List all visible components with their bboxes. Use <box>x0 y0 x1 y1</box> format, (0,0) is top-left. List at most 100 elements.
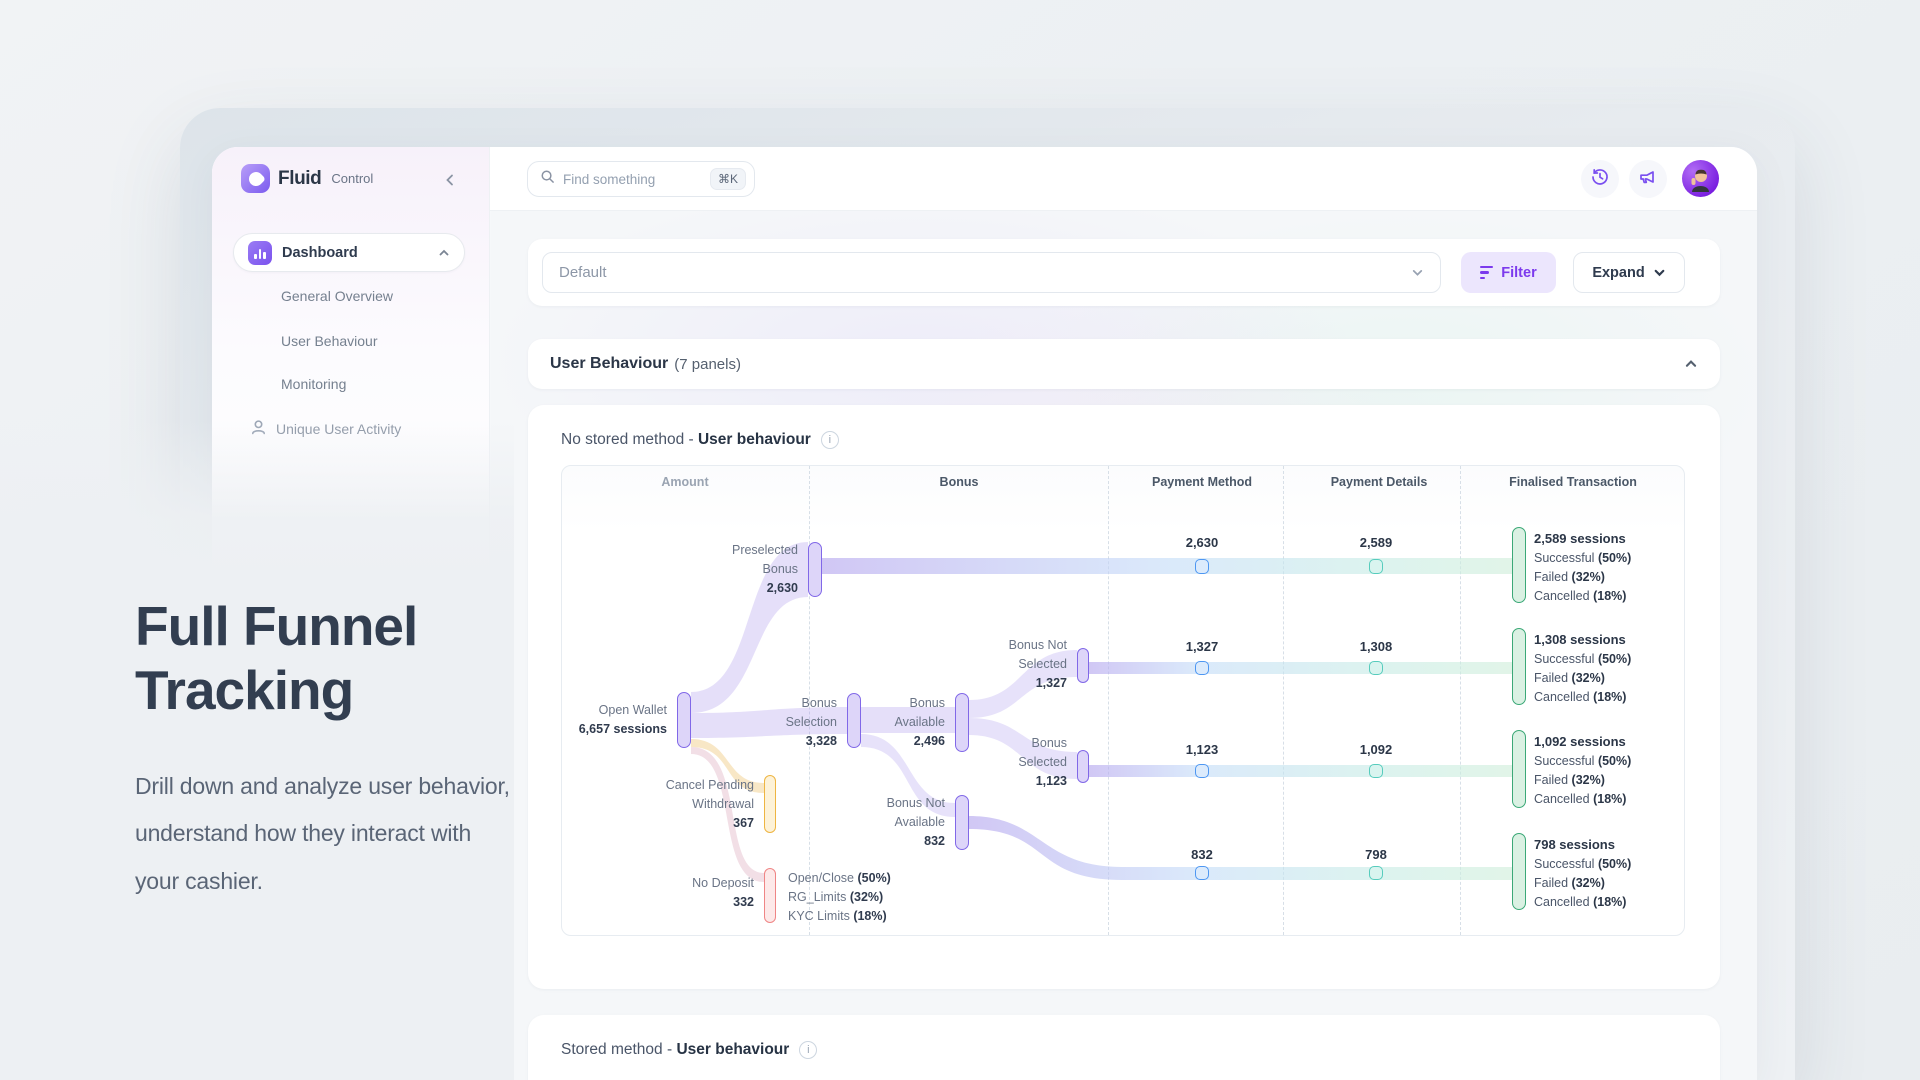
node-bonus-selected[interactable] <box>1077 750 1089 783</box>
sidebar-item-user-behaviour[interactable]: User Behaviour <box>281 333 378 349</box>
sidebar-item-monitoring[interactable]: Monitoring <box>281 376 347 392</box>
label-no-deposit-breakdown: Open/Close (50%) RG_Limits (32%) KYC Lim… <box>788 871 891 923</box>
node-no-deposit[interactable] <box>764 868 776 923</box>
history-button[interactable] <box>1581 160 1619 198</box>
column-divider <box>1460 466 1461 935</box>
node-bonus-available[interactable] <box>955 693 969 752</box>
funnel-chart: Amount Bonus Payment Method Payment Deta… <box>561 465 1685 936</box>
payment-details-value-2: 1,308 <box>1359 639 1393 654</box>
panel-title-bold: User behaviour <box>697 431 811 448</box>
brand: Fluid Control <box>241 164 373 193</box>
node-open-wallet[interactable] <box>677 692 691 748</box>
column-divider <box>1283 466 1284 935</box>
node-payment-method-4[interactable] <box>1195 866 1209 880</box>
node-payment-method-2[interactable] <box>1195 661 1209 675</box>
panel-stored-method: Stored method - User behaviour i <box>528 1015 1720 1080</box>
node-finalised-3[interactable] <box>1512 730 1526 808</box>
panel-title: No stored method - User behaviour i <box>561 431 1687 449</box>
sankey-flows <box>691 542 1512 882</box>
label-bonus-not-available: Bonus Not Available 832 <box>886 796 945 848</box>
megaphone-icon <box>1638 167 1658 192</box>
label-preselected-bonus: Preselected Bonus 2,630 <box>731 543 798 595</box>
announcements-button[interactable] <box>1629 160 1667 198</box>
column-divider <box>1108 466 1109 935</box>
label-bonus-available: Bonus Available 2,496 <box>894 696 945 748</box>
dashboard-icon <box>248 240 272 265</box>
node-payment-method-1[interactable] <box>1195 559 1209 574</box>
chevron-up-icon[interactable] <box>1684 357 1698 371</box>
section-header[interactable]: User Behaviour (7 panels) <box>528 339 1720 389</box>
label-bonus-not-selected: Bonus Not Selected 1,327 <box>1008 638 1067 690</box>
chevron-down-icon <box>1411 266 1424 279</box>
sidebar-item-general-overview[interactable]: General Overview <box>281 288 394 304</box>
shortcut-badge: ⌘K <box>709 168 746 190</box>
payment-details-value-4: 798 <box>1365 847 1387 862</box>
panel-title: Stored method - User behaviour i <box>561 1041 1687 1059</box>
panel-title-bold: User behaviour <box>676 1041 790 1058</box>
payment-method-value-1: 2,630 <box>1185 535 1219 550</box>
finalised-label-4: 798 sessions Successful (50%) Failed (32… <box>1534 837 1632 909</box>
node-finalised-4[interactable] <box>1512 833 1526 910</box>
payment-method-value-3: 1,123 <box>1185 742 1219 757</box>
sidebar-item-dashboard[interactable]: Dashboard <box>233 233 465 272</box>
sidebar-collapse-chevron-icon[interactable] <box>443 173 457 187</box>
search-input[interactable] <box>563 171 702 187</box>
section-title: User Behaviour <box>550 355 669 372</box>
label-cancel-pending-withdrawal: Cancel Pending Withdrawal 367 <box>665 778 754 830</box>
column-header-finalised-transaction: Finalised Transaction <box>1509 475 1637 489</box>
search-icon <box>540 169 555 189</box>
left-fade-overlay <box>0 420 514 1080</box>
brand-name: Fluid <box>278 167 322 189</box>
payment-method-value-2: 1,327 <box>1185 639 1219 654</box>
chevron-up-icon <box>438 247 450 259</box>
node-finalised-1[interactable] <box>1512 527 1526 603</box>
payment-method-value-4: 832 <box>1191 847 1213 862</box>
expand-button[interactable]: Expand <box>1573 252 1685 293</box>
label-bonus-selection: Bonus Selection 3,328 <box>785 696 837 748</box>
column-header-payment-details: Payment Details <box>1330 475 1428 489</box>
toolbar: Default Filter Expand <box>528 239 1720 306</box>
finalised-label-2: 1,308 sessions Successful (50%) Failed (… <box>1534 632 1632 704</box>
node-bonus-not-available[interactable] <box>955 795 969 850</box>
node-finalised-2[interactable] <box>1512 628 1526 705</box>
info-icon[interactable]: i <box>820 431 839 449</box>
hero: Full Funnel Tracking Drill down and anal… <box>135 595 535 906</box>
column-header-amount: Amount <box>661 475 709 489</box>
column-divider <box>809 466 810 935</box>
payment-details-value-1: 2,589 <box>1359 535 1393 550</box>
avatar[interactable] <box>1682 160 1719 197</box>
node-preselected-bonus[interactable] <box>808 542 822 597</box>
sidebar-item-label: Dashboard <box>282 244 358 261</box>
node-payment-details-4[interactable] <box>1369 866 1383 880</box>
filter-button-label: Filter <box>1501 264 1537 281</box>
label-no-deposit: No Deposit 332 <box>692 876 754 909</box>
filter-button[interactable]: Filter <box>1461 252 1556 293</box>
label-bonus-selected: Bonus Selected 1,123 <box>1018 736 1067 788</box>
main-content: Default Filter Expand User Behaviour <box>491 211 1757 1080</box>
fluid-logo-icon <box>241 164 270 193</box>
panel-no-stored-method: No stored method - User behaviour i Amou… <box>528 405 1720 989</box>
label-open-wallet: Open Wallet 6,657 sessions <box>578 703 667 736</box>
node-bonus-selection[interactable] <box>847 693 861 748</box>
payment-details-value-3: 1,092 <box>1359 742 1393 757</box>
node-payment-details-1[interactable] <box>1369 559 1383 574</box>
column-header-payment-method: Payment Method <box>1151 475 1253 489</box>
chevron-down-icon <box>1653 266 1666 279</box>
search-input-wrap[interactable]: ⌘K <box>527 161 755 197</box>
node-payment-details-3[interactable] <box>1369 764 1383 778</box>
node-payment-details-2[interactable] <box>1369 661 1383 675</box>
preset-select[interactable]: Default <box>542 252 1441 293</box>
info-icon[interactable]: i <box>799 1041 818 1059</box>
node-bonus-not-selected[interactable] <box>1077 648 1089 683</box>
node-payment-method-3[interactable] <box>1195 764 1209 778</box>
node-cancel-pending-withdrawal[interactable] <box>764 775 776 833</box>
panel-title-prefix: No stored method - <box>561 431 698 448</box>
brand-suffix: Control <box>331 171 374 186</box>
section-count: (7 panels) <box>674 355 741 373</box>
hero-title: Full Funnel Tracking <box>135 595 418 721</box>
finalised-label-1: 2,589 sessions Successful (50%) Failed (… <box>1534 531 1632 603</box>
filter-icon <box>1480 265 1494 280</box>
panel-title-prefix: Stored method - <box>561 1041 677 1058</box>
column-header-bonus: Bonus <box>939 475 979 489</box>
preset-value: Default <box>559 264 607 281</box>
